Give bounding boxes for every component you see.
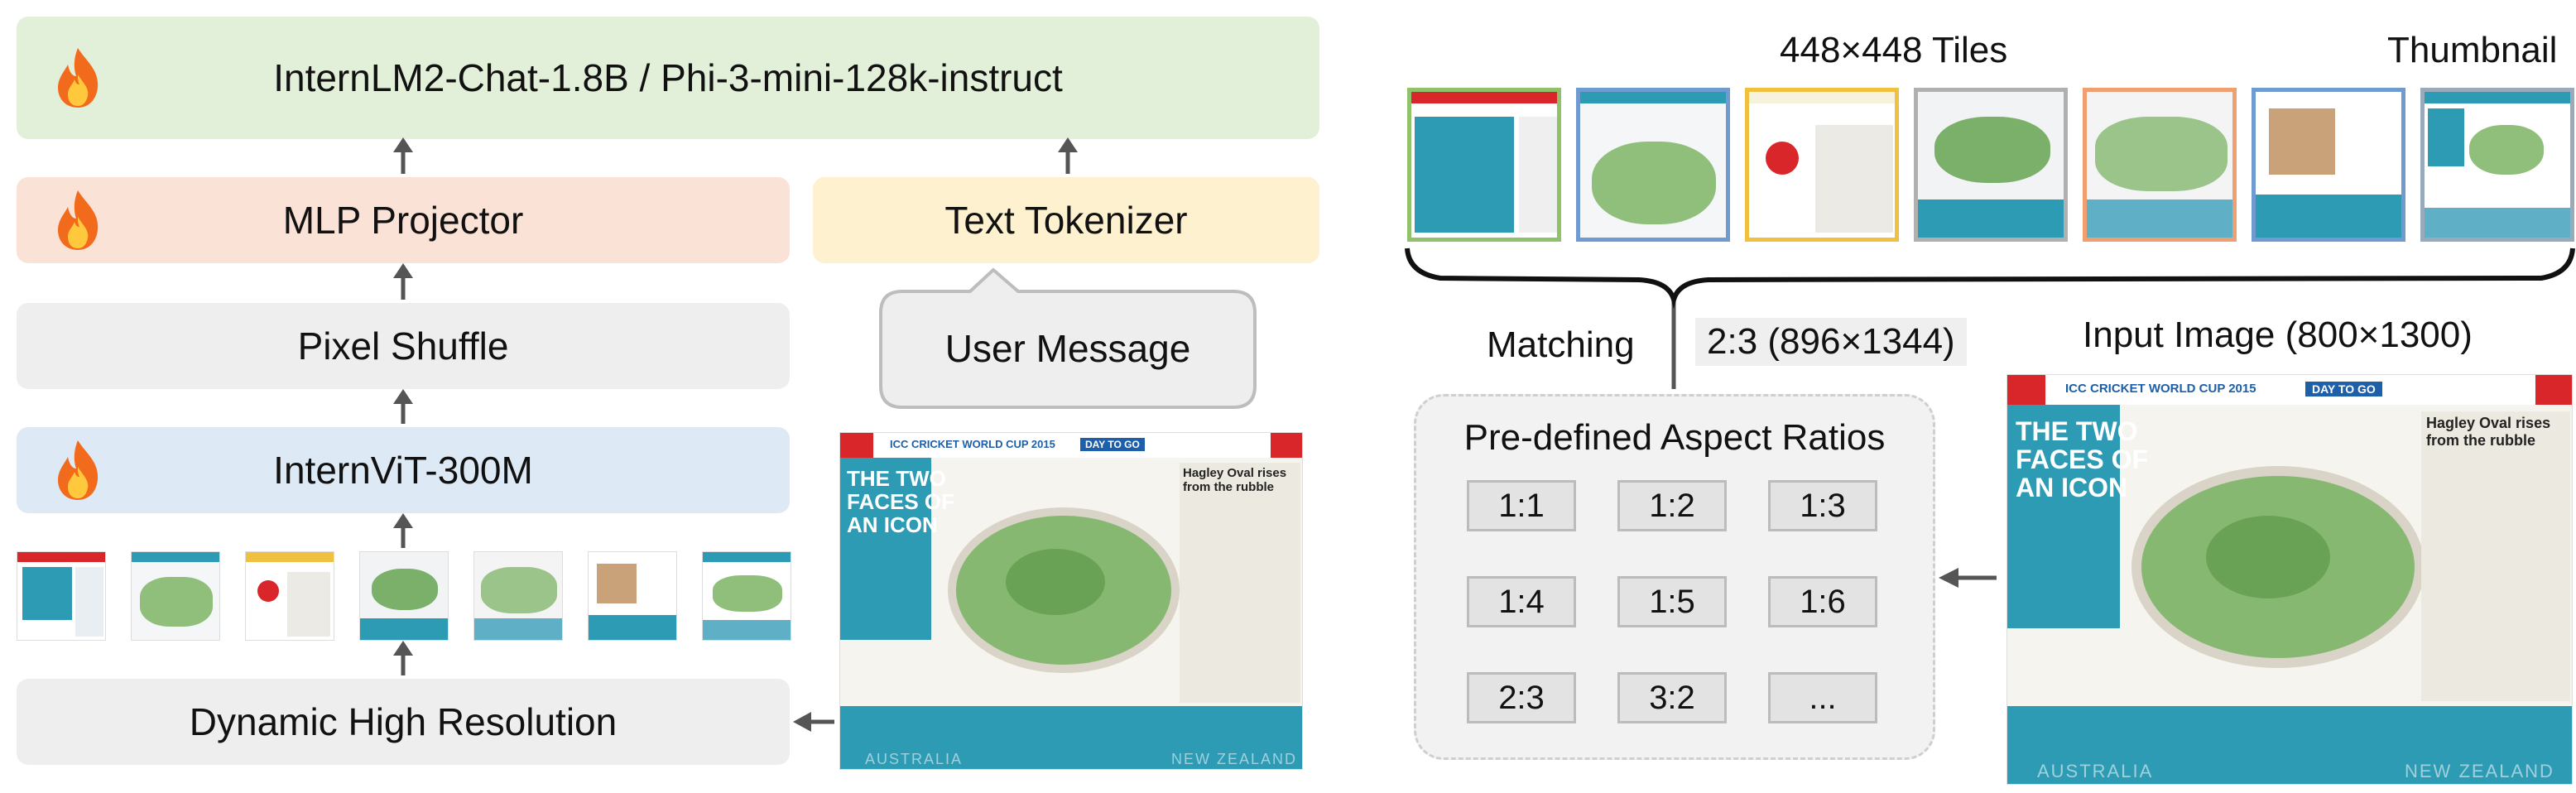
small-tile (588, 551, 677, 641)
llm-label: InternLM2-Chat-1.8B / Phi-3-mini-128k-in… (273, 56, 1063, 99)
predefined-aspect-ratios-title: Pre-defined Aspect Ratios (1463, 417, 1886, 458)
small-tile (359, 551, 449, 641)
input-poster-image-large: ICC CRICKET WORLD CUP 2015 DAY TO GO THE… (2006, 374, 2573, 785)
poster-headline-2: FACES OF (847, 489, 955, 514)
pixel-shuffle-label: Pixel Shuffle (297, 324, 509, 368)
tiles-label: 448×448 Tiles (1780, 30, 2008, 70)
poster-header-text: ICC CRICKET WORLD CUP 2015 (890, 438, 1055, 450)
poster-headline-1: THE TWO (2016, 416, 2138, 446)
input-poster-image-small: ICC CRICKET WORLD CUP 2015 DAY TO GO THE… (839, 432, 1303, 770)
ratio-1-4: 1:4 (1467, 576, 1576, 627)
tile (2083, 88, 2237, 242)
fire-icon (58, 190, 99, 250)
ratio-1-3: 1:3 (1768, 480, 1877, 531)
ratio-1-1: 1:1 (1467, 480, 1576, 531)
ratio-more: ... (1768, 672, 1877, 723)
thumbnail-tile (2420, 88, 2574, 242)
selected-ratio-label: 2:3 (896×1344) (1695, 318, 1967, 366)
internvit-box: InternViT-300M (17, 427, 790, 513)
text-tokenizer-box: Text Tokenizer (813, 177, 1319, 263)
tile (1407, 88, 1561, 242)
tile (1576, 88, 1730, 242)
dynamic-high-resolution-label: Dynamic High Resolution (189, 700, 618, 743)
thumbnail-label: Thumbnail (2387, 30, 2558, 70)
poster-headline-2: FACES OF (2016, 445, 2149, 474)
internvit-label: InternViT-300M (273, 449, 533, 492)
user-message-label: User Message (944, 327, 1191, 370)
poster-headline-3: AN ICON (847, 512, 938, 537)
poster-headline-3: AN ICON (2016, 473, 2128, 502)
ratio-1-6: 1:6 (1768, 576, 1877, 627)
poster-australia: AUSTRALIA (865, 751, 964, 767)
poster-new-zealand: NEW ZEALAND (2405, 761, 2554, 781)
small-tile (245, 551, 334, 641)
poster-new-zealand: NEW ZEALAND (1171, 751, 1298, 767)
small-tile (17, 551, 106, 641)
poster-australia: AUSTRALIA (2037, 761, 2154, 781)
tile (1745, 88, 1899, 242)
pixel-shuffle-box: Pixel Shuffle (17, 303, 790, 389)
tile (1914, 88, 2068, 242)
dynamic-high-resolution-box: Dynamic High Resolution (17, 679, 790, 765)
poster-day-to-go: DAY TO GO (1080, 438, 1145, 451)
poster-side-title: Hagley Oval rises from the rubble (1183, 466, 1287, 494)
poster-headline-1: THE TWO (847, 466, 946, 491)
ratio-3-2: 3:2 (1617, 672, 1727, 723)
small-tile (131, 551, 220, 641)
llm-box: InternLM2-Chat-1.8B / Phi-3-mini-128k-in… (17, 17, 1319, 139)
ratio-1-5: 1:5 (1617, 576, 1727, 627)
mlp-projector-label: MLP Projector (282, 199, 524, 242)
poster-side-title: Hagley Oval rises from the rubble (2426, 415, 2551, 449)
fire-icon (58, 440, 99, 500)
mlp-projector-box: MLP Projector (17, 177, 790, 263)
ratio-2-3: 2:3 (1467, 672, 1576, 723)
poster-day-to-go: DAY TO GO (2305, 382, 2382, 396)
matching-label: Matching (1487, 324, 1635, 365)
small-tile (702, 551, 791, 641)
tile (2252, 88, 2405, 242)
fire-icon (58, 48, 99, 108)
poster-header-text: ICC CRICKET WORLD CUP 2015 (2065, 382, 2256, 396)
input-image-label: Input Image (800×1300) (2083, 315, 2473, 355)
ratio-1-2: 1:2 (1617, 480, 1727, 531)
text-tokenizer-label: Text Tokenizer (944, 199, 1188, 242)
small-tile (473, 551, 563, 641)
